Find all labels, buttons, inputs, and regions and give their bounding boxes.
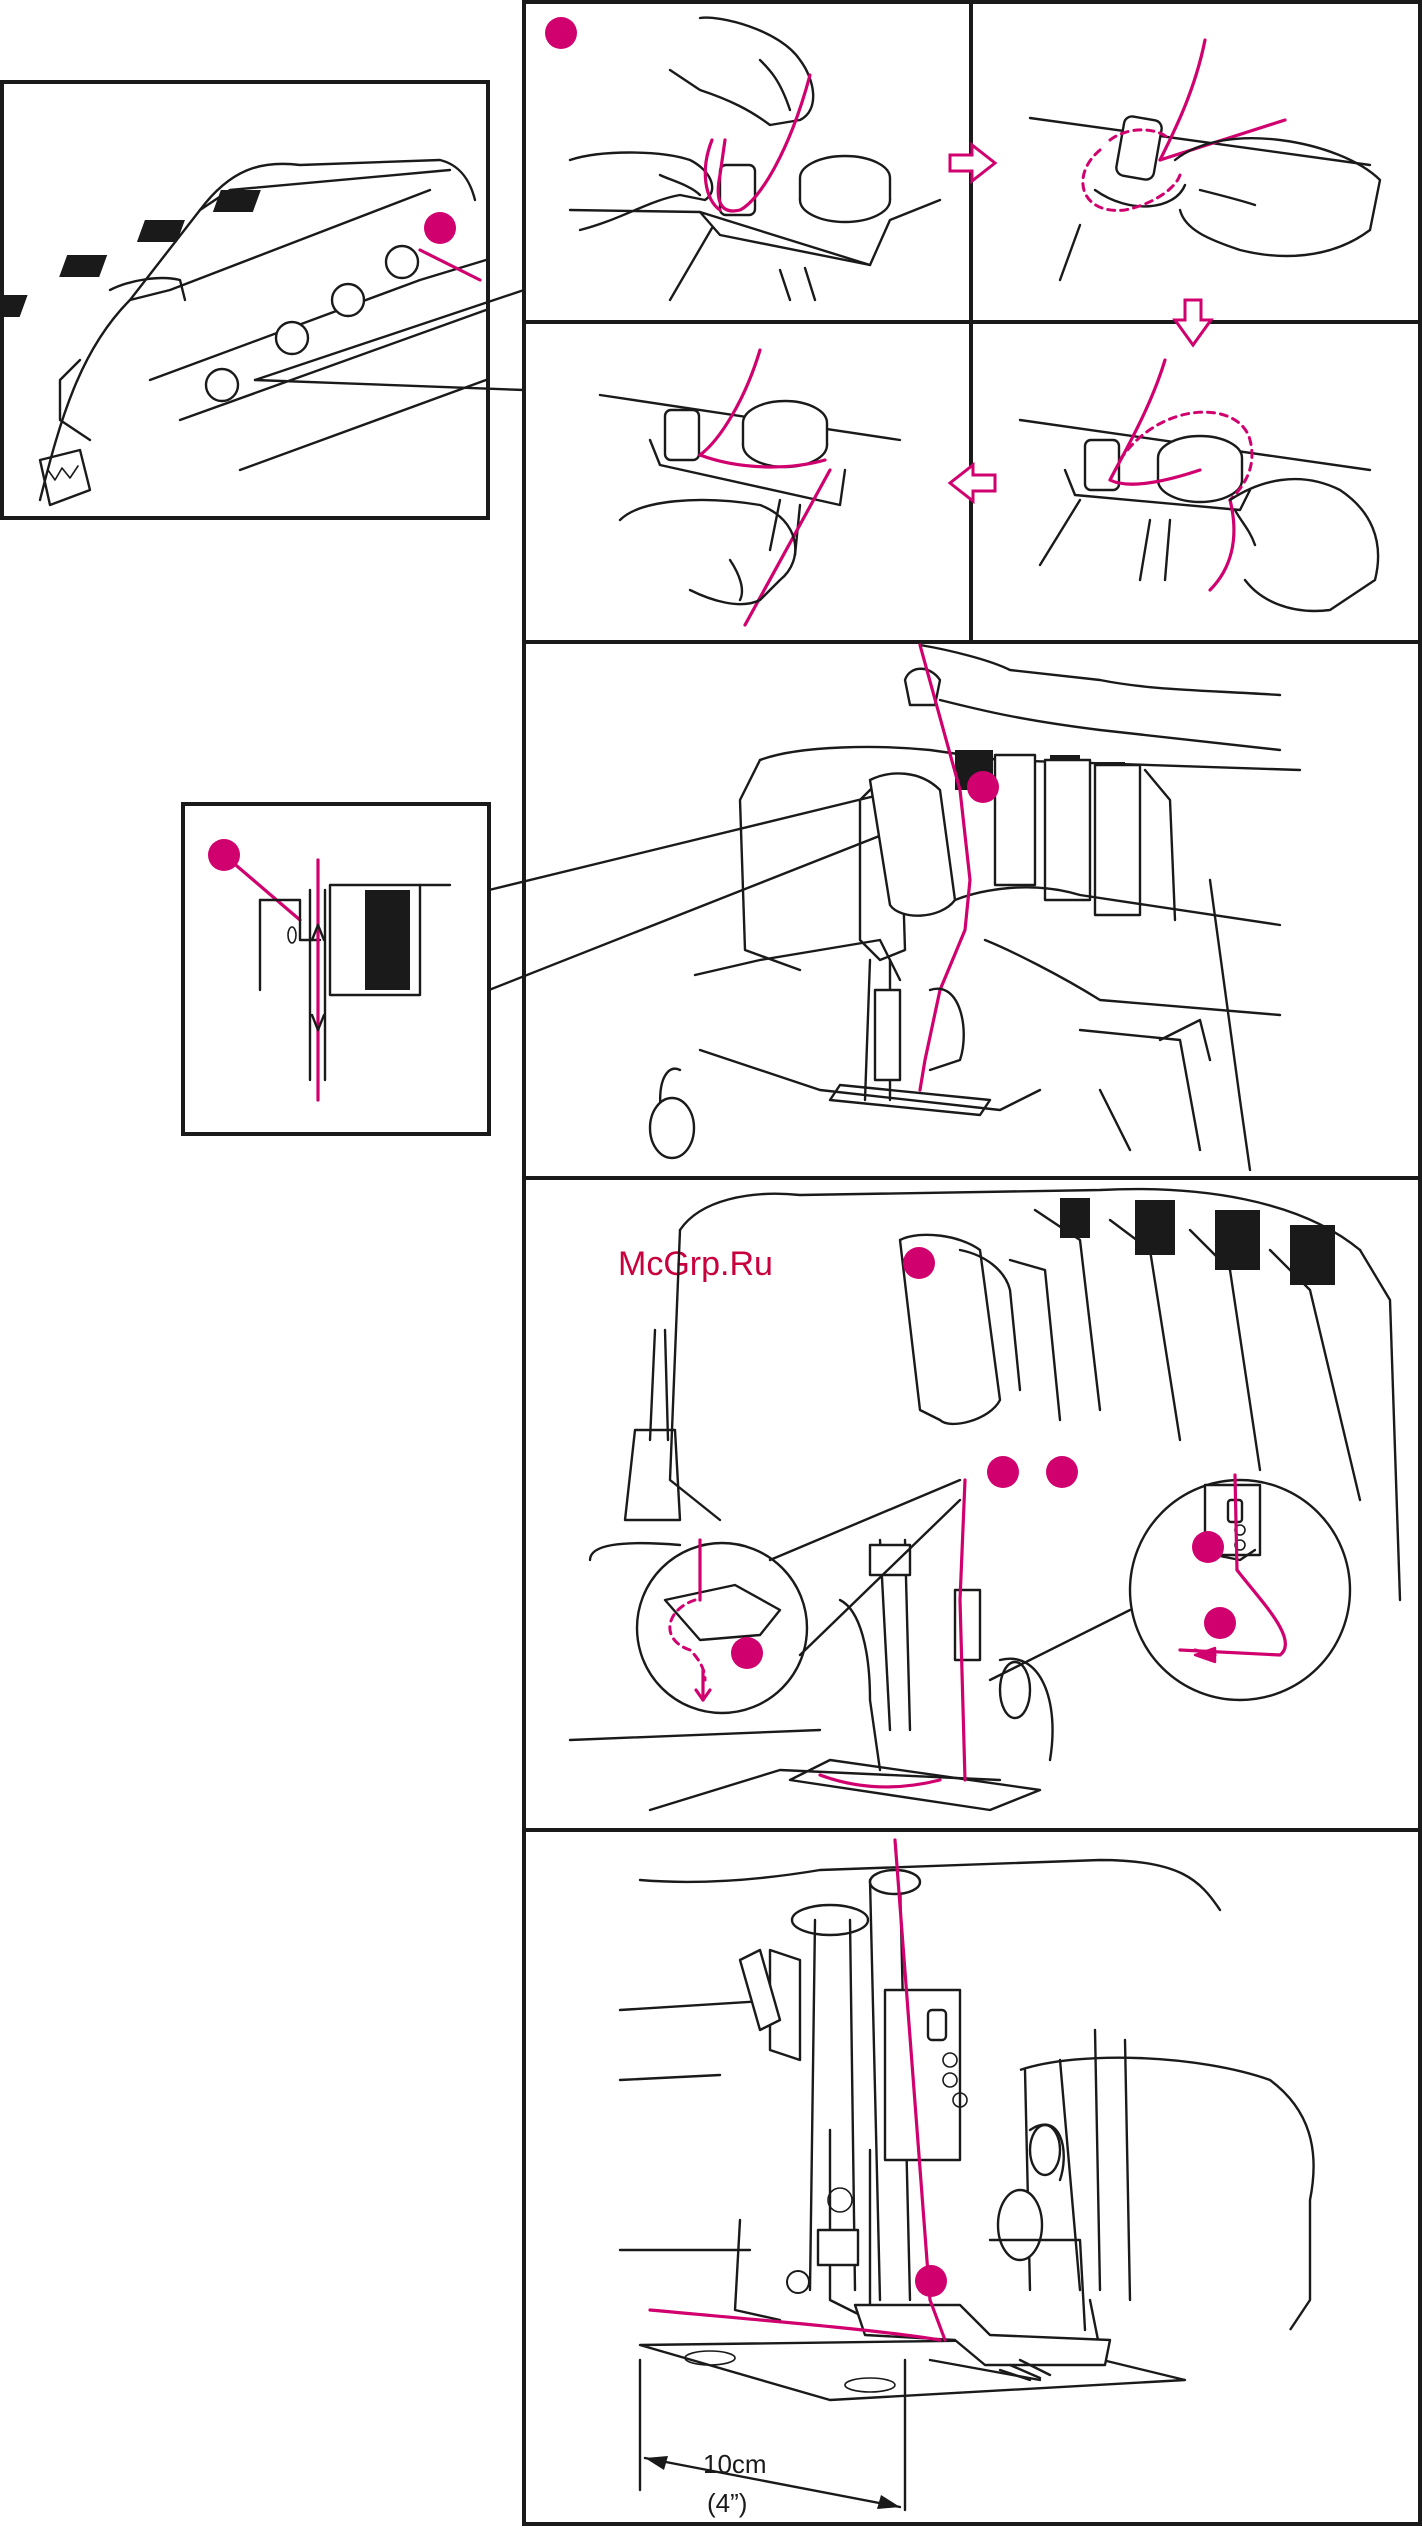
- zoom-circle-looper: [637, 1480, 960, 1713]
- callout-marker: [903, 1247, 935, 1279]
- callout-marker: [424, 212, 456, 244]
- step-4-guide-complete: [600, 350, 900, 625]
- zoom-circle-needle: [990, 1475, 1350, 1700]
- tension-dial-1: [0, 278, 238, 401]
- step-1-thread-guide: [545, 17, 940, 300]
- arrow-down-icon: [1175, 300, 1211, 345]
- dimension-imperial: (4”): [707, 2488, 747, 2518]
- callout-marker: [545, 17, 577, 49]
- callout-marker: [1204, 1607, 1236, 1639]
- tension-dial-2: [59, 255, 308, 354]
- step-6-looper-threading: McGrp.Ru: [570, 1189, 1400, 1810]
- step-3-around-disc: [1020, 360, 1378, 611]
- callout-marker: [1046, 1456, 1078, 1488]
- inset-tension-discs: [183, 785, 920, 1134]
- arrow-right-icon: [950, 145, 995, 181]
- dimension-metric: 10cm: [703, 2449, 767, 2479]
- callout-marker: [987, 1456, 1019, 1488]
- callout-marker: [967, 771, 999, 803]
- callout-marker: [1192, 1531, 1224, 1563]
- step-2-wrap-guide: [1030, 40, 1380, 280]
- arrow-left-icon: [950, 465, 995, 501]
- tension-dial-3: [137, 220, 364, 316]
- step-5-tension-dial: [650, 645, 1300, 1170]
- callout-marker: [731, 1637, 763, 1669]
- step-7-pull-thread: 10cm (4”): [620, 1840, 1314, 2518]
- inset-tension-dials: [0, 82, 524, 518]
- watermark: McGrp.Ru: [618, 1245, 773, 1283]
